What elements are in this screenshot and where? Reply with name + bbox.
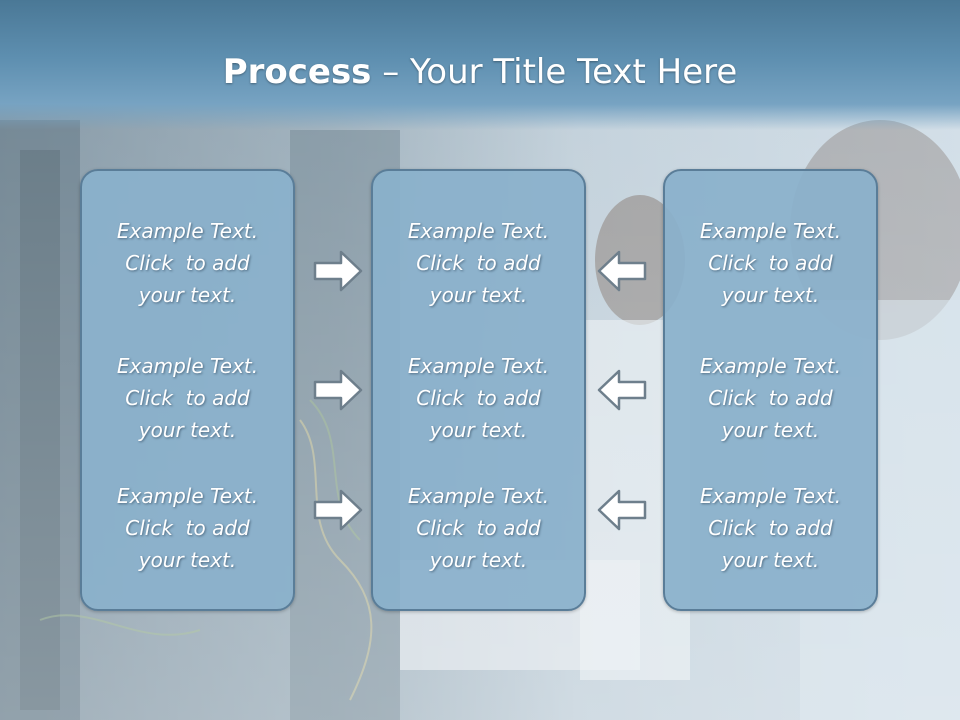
text-line: Example Text.: [699, 219, 842, 243]
arrow-right-icon: [313, 369, 363, 411]
text-item[interactable]: Example Text. Click to add your text.: [82, 350, 293, 446]
text-item[interactable]: Example Text. Click to add your text.: [82, 215, 293, 311]
text-line: your text.: [721, 418, 820, 442]
arrow-right-icon: [313, 489, 363, 531]
text-item[interactable]: Example Text. Click to add your text.: [373, 480, 584, 576]
title-bold: Process: [222, 52, 372, 92]
text-line: Click to add: [125, 386, 250, 410]
text-box-left[interactable]: Example Text. Click to add your text. Ex…: [80, 169, 295, 611]
text-line: your text.: [429, 548, 528, 572]
text-line: Example Text.: [407, 354, 550, 378]
text-line: Example Text.: [407, 484, 550, 508]
text-line: Click to add: [125, 251, 250, 275]
title-rest: – Your Title Text Here: [371, 52, 738, 92]
text-item[interactable]: Example Text. Click to add your text.: [373, 350, 584, 446]
text-line: Click to add: [125, 516, 250, 540]
text-box-center[interactable]: Example Text. Click to add your text. Ex…: [371, 169, 586, 611]
slide-title[interactable]: Process – Your Title Text Here: [0, 52, 960, 92]
text-line: Example Text.: [116, 484, 259, 508]
text-line: Example Text.: [699, 354, 842, 378]
arrow-left-icon: [597, 489, 647, 531]
text-line: your text.: [429, 283, 528, 307]
text-line: Click to add: [708, 251, 833, 275]
text-line: Example Text.: [116, 219, 259, 243]
text-line: Click to add: [708, 386, 833, 410]
text-line: Click to add: [708, 516, 833, 540]
arrow-left-icon: [597, 369, 647, 411]
text-line: Click to add: [416, 516, 541, 540]
text-line: your text.: [721, 548, 820, 572]
text-line: Example Text.: [407, 219, 550, 243]
text-item[interactable]: Example Text. Click to add your text.: [665, 350, 876, 446]
text-box-right[interactable]: Example Text. Click to add your text. Ex…: [663, 169, 878, 611]
text-line: Example Text.: [116, 354, 259, 378]
text-line: Click to add: [416, 386, 541, 410]
text-line: your text.: [138, 548, 237, 572]
text-line: Click to add: [416, 251, 541, 275]
text-item[interactable]: Example Text. Click to add your text.: [665, 480, 876, 576]
text-item[interactable]: Example Text. Click to add your text.: [665, 215, 876, 311]
text-line: your text.: [138, 283, 237, 307]
arrow-left-icon: [597, 250, 647, 292]
text-item[interactable]: Example Text. Click to add your text.: [82, 480, 293, 576]
text-line: Example Text.: [699, 484, 842, 508]
title-bar: [0, 0, 960, 130]
text-line: your text.: [138, 418, 237, 442]
arrow-right-icon: [313, 250, 363, 292]
text-line: your text.: [721, 283, 820, 307]
text-line: your text.: [429, 418, 528, 442]
text-item[interactable]: Example Text. Click to add your text.: [373, 215, 584, 311]
